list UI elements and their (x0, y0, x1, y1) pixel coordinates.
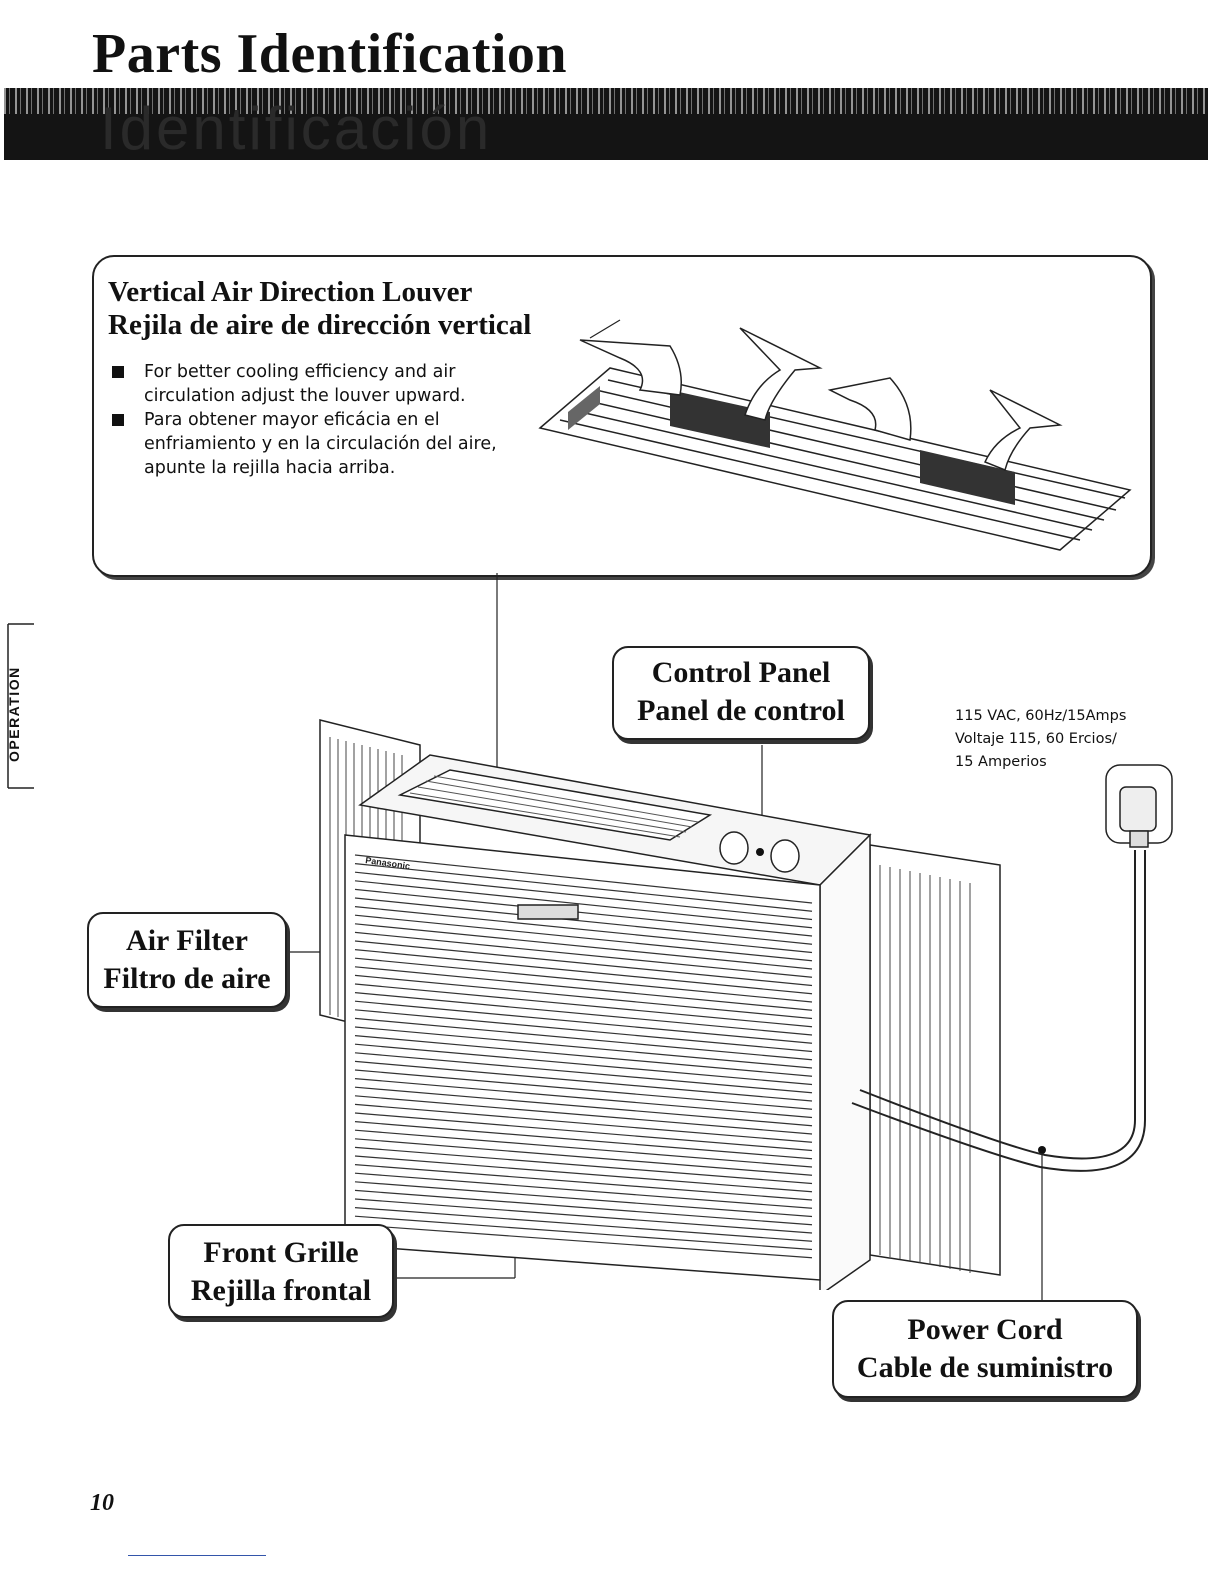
title-banner: Identificación (4, 88, 1208, 160)
grille-slat (354, 880, 813, 929)
louver-title-es: Rejila de aire de dirección vertical (108, 309, 532, 341)
knob-icon (770, 839, 800, 873)
power-spec-line1: 115 VAC, 60Hz/15Amps (955, 708, 1127, 724)
grille-slat (354, 1000, 813, 1044)
grille-slat (354, 1009, 813, 1053)
knob-icon (719, 831, 749, 865)
grille-slat (354, 931, 813, 978)
power-spec: 115 VAC, 60Hz/15Amps Voltaje 115, 60 Erc… (955, 705, 1126, 774)
grille-slat (354, 966, 813, 1011)
page-title: Parts Identification (92, 23, 568, 85)
grille-slat (354, 888, 813, 937)
louver-bullet-en: For better cooling efficiency and air ci… (110, 360, 540, 408)
grille-slat (354, 1103, 813, 1143)
grille-slat (354, 1189, 813, 1226)
grille-slat (354, 906, 813, 954)
front-grille-label-es: Rejilla frontal (190, 1274, 372, 1307)
grille-slat (354, 1181, 813, 1218)
grille-slat (354, 1164, 813, 1201)
air-filter-label-en: Air Filter (126, 924, 248, 957)
grille-slat (354, 1095, 813, 1135)
grille-slat (354, 897, 813, 945)
louver-illustration (538, 319, 1132, 551)
grille-slat (354, 1207, 813, 1242)
front-grille-label-en: Front Grille (203, 1236, 359, 1269)
grille-slat (354, 863, 813, 912)
grille-slat (354, 949, 813, 995)
page-number: 10 (90, 1490, 114, 1516)
grille-slat (354, 854, 813, 904)
louver-title-en: Vertical Air Direction Louver (108, 276, 473, 308)
grille-slat (354, 1086, 813, 1127)
grille-slat (354, 1129, 813, 1168)
grille-slat (354, 1035, 813, 1077)
grille-slat (354, 1017, 813, 1061)
grille-slat (354, 1215, 813, 1251)
louver-bullet-es: Para obtener mayor eficácia en el enfria… (110, 408, 540, 480)
grille-slat (354, 1224, 813, 1259)
grille-slat (354, 974, 813, 1020)
grille-slat (354, 1138, 813, 1176)
air-filter-label: Air Filter Filtro de aire (87, 912, 287, 1008)
grille-slat (354, 914, 813, 962)
control-panel-label: Control Panel Panel de control (612, 646, 870, 740)
power-spec-line3: 15 Amperios (955, 754, 1047, 770)
grille-slat (354, 1155, 813, 1193)
bullet-square-icon (112, 366, 124, 378)
power-cord-label: Power Cord Cable de suministro (832, 1300, 1138, 1398)
grille-slat (354, 923, 813, 970)
control-panel-label-es: Panel de control (637, 694, 845, 727)
grille-slat (354, 1146, 813, 1185)
grille-slat (354, 940, 813, 987)
air-filter-label-es: Filtro de aire (103, 962, 271, 995)
air-conditioner-illustration: Panasonic (319, 719, 1173, 1290)
louver-bullets: For better cooling efficiency and air ci… (110, 360, 540, 480)
grille-slat (354, 1112, 813, 1152)
grille-slat (354, 1078, 813, 1119)
banner-ghost-text: Identificación (100, 95, 493, 160)
grille-slat (354, 1172, 813, 1209)
power-spec-line2: Voltaje 115, 60 Ercios/ (955, 731, 1117, 747)
louver-title: Vertical Air Direction Louver Rejila de … (108, 276, 531, 342)
grille-slat (354, 957, 813, 1003)
section-tab-bracket (7, 623, 34, 789)
grille-slat (354, 871, 813, 921)
grille-slat (354, 1052, 813, 1094)
grille-slat (354, 1043, 813, 1086)
grille-slat (354, 983, 813, 1028)
power-cord-label-en: Power Cord (907, 1313, 1063, 1346)
front-grille-label: Front Grille Rejilla frontal (168, 1224, 394, 1318)
power-cord-label-es: Cable de suministro (856, 1351, 1114, 1384)
bullet-square-icon (112, 414, 124, 426)
grille-slat (354, 1060, 813, 1102)
banner-texture (4, 88, 1208, 114)
grille-slat (354, 1198, 813, 1234)
louver-bullet-text: Para obtener mayor eficácia en el enfria… (144, 410, 497, 478)
grille-slat (354, 1121, 813, 1160)
grille-slat (354, 1069, 813, 1110)
grille-slat (354, 1026, 813, 1069)
louver-bullet-text: For better cooling efficiency and air ci… (144, 362, 466, 406)
grille-slat (354, 992, 813, 1036)
control-panel-label-en: Control Panel (651, 656, 831, 689)
footer-rule (128, 1555, 266, 1556)
plug-icon (1105, 764, 1173, 848)
